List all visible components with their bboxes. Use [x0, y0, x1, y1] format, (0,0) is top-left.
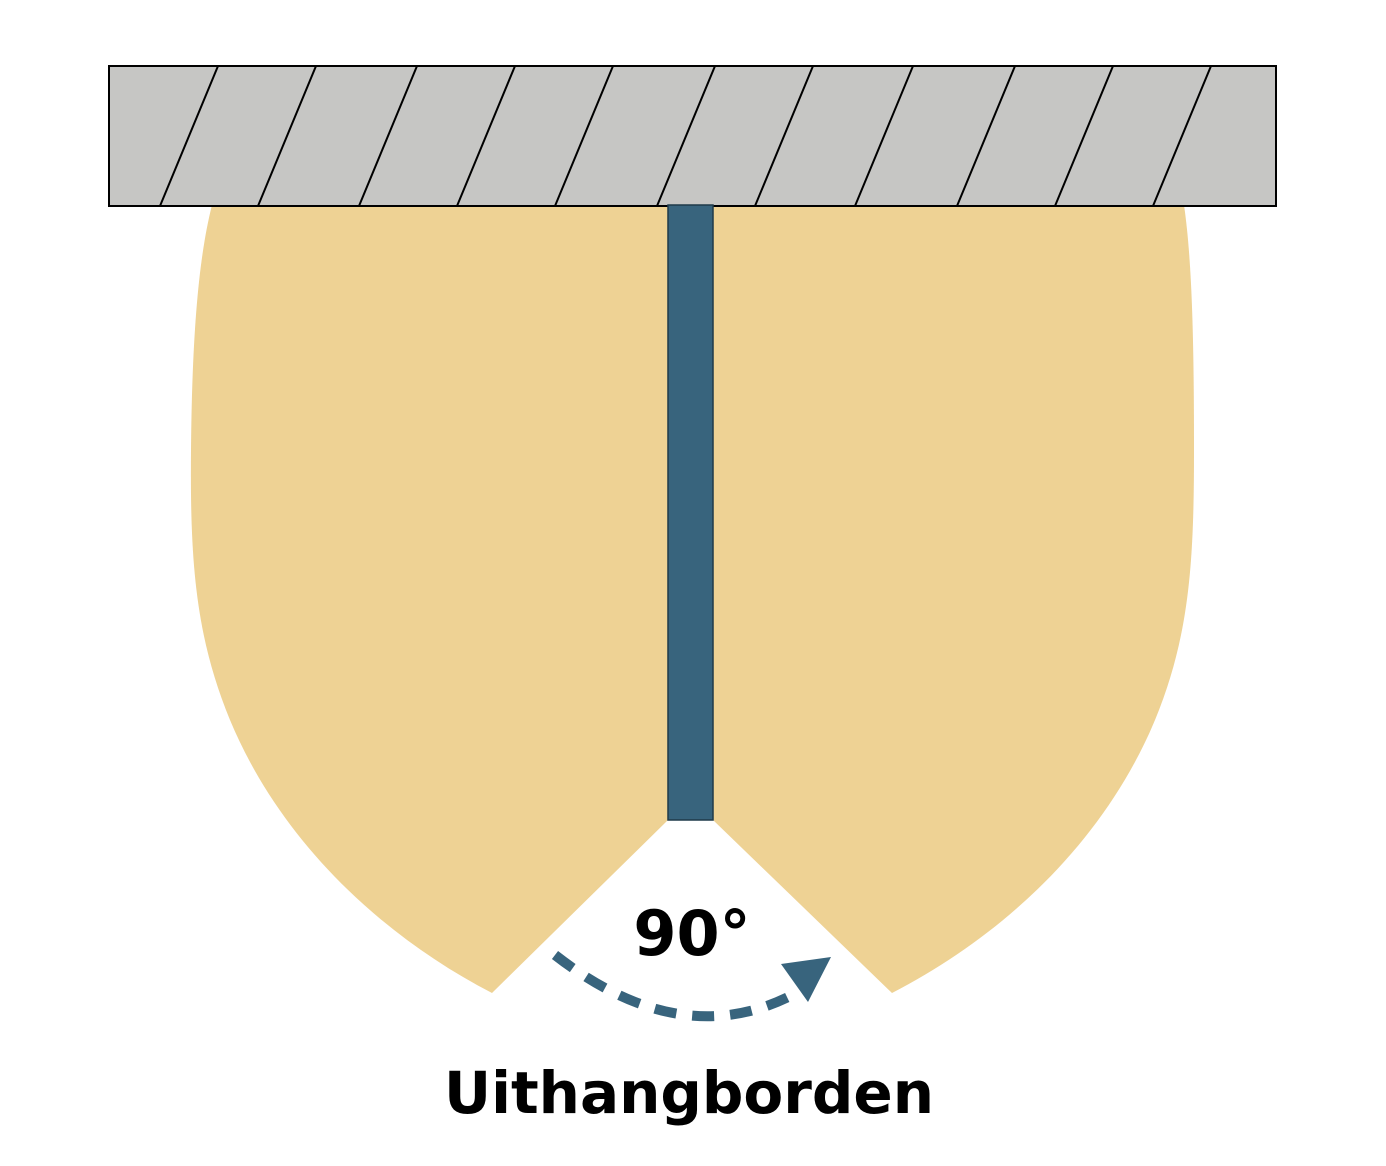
angle-label: 90° [633, 897, 750, 970]
right-sign-panel [713, 205, 1194, 993]
wall-hatching [159, 65, 1212, 207]
left-sign-panel [190, 205, 668, 993]
mounting-bracket [667, 204, 714, 821]
angle-arc [551, 951, 813, 1022]
angle-arrowhead-icon [781, 957, 831, 1002]
diagram-caption: Uithangborden [444, 1059, 934, 1127]
wall [108, 65, 1277, 207]
wall-body [108, 65, 1277, 207]
